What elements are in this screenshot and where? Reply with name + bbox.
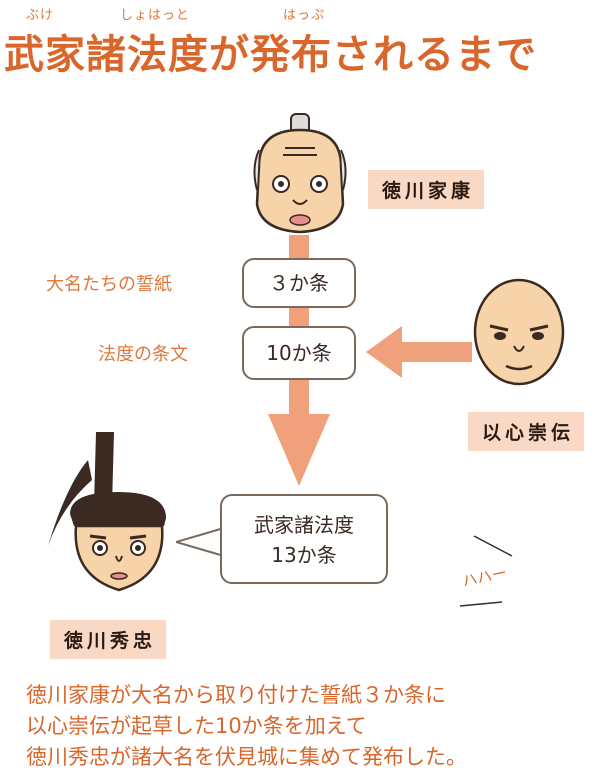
ruby-happu: はっぷ [283,8,326,23]
pledge-box: ３か条 [242,258,356,308]
suden-name-label: 以心崇伝 [468,412,585,451]
ruby-shohatto: しょはっと [120,8,191,23]
ruby-buke: ぶけ [26,8,55,23]
left-arrow-head [366,326,402,378]
summary: 徳川家康が大名から取り付けた誓紙３か条に 以心崇伝が起草した10か条を加えて 徳… [26,680,596,773]
result-box: 武家諸法度 13か条 [220,494,388,584]
down-arrow-head [268,414,330,486]
sound-lines [459,535,513,607]
tokugawa-ieyasu-illustration [253,113,347,234]
pledge-label: 大名たちの誓紙 [46,274,172,295]
ishin-suden-illustration [473,278,565,386]
law-box: 10か条 [242,326,356,380]
suden-connector [400,342,472,362]
tokugawa-hidetada-illustration [48,432,166,592]
law-label: 法度の条文 [98,344,188,365]
summary-line-2: 以心崇伝が起草した10か条を加えて [26,714,367,738]
result-line-2: 13か条 [271,543,337,567]
hidetada-name-label: 徳川秀忠 [50,620,167,659]
page-title: 武家諸法度が発布されるまで [4,32,537,78]
ieyasu-name-label: 徳川家康 [368,170,485,209]
result-line-1: 武家諸法度 [254,513,354,537]
summary-line-3: 徳川秀忠が諸大名を伏見城に集めて発布した。 [26,745,467,769]
summary-line-1: 徳川家康が大名から取り付けた誓紙３か条に [26,683,446,707]
